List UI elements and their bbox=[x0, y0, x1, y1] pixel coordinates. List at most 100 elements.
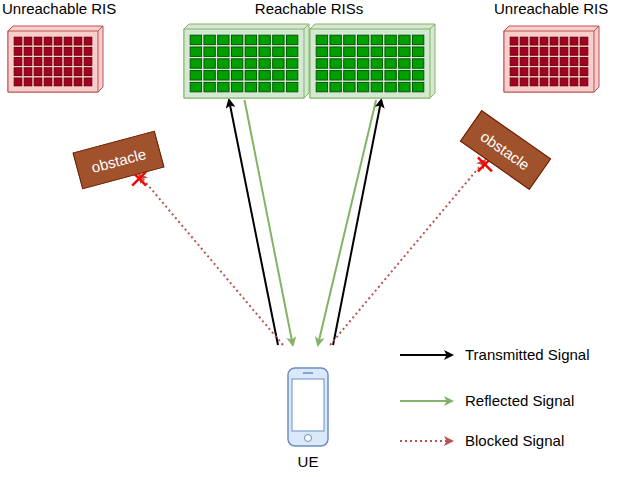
ris-element bbox=[560, 68, 568, 76]
ris-element bbox=[560, 78, 568, 86]
ris-element bbox=[580, 68, 588, 76]
ris-element bbox=[14, 78, 22, 86]
phone-button bbox=[305, 435, 312, 442]
ris-element bbox=[399, 82, 410, 91]
ris-element bbox=[540, 68, 548, 76]
ris-element bbox=[34, 68, 42, 76]
legend-text: Reflected Signal bbox=[465, 392, 574, 409]
ris-element bbox=[273, 59, 284, 68]
ris-element bbox=[273, 47, 284, 56]
panel-edge bbox=[430, 24, 435, 29]
phone-body bbox=[288, 368, 328, 446]
ris-element bbox=[357, 82, 368, 91]
ris-element bbox=[550, 58, 558, 66]
ris-element bbox=[34, 47, 42, 55]
ris-element bbox=[344, 82, 355, 91]
ris-element bbox=[44, 58, 52, 66]
ris-element bbox=[570, 47, 578, 55]
signal-arrow bbox=[245, 100, 293, 345]
ris-element bbox=[190, 59, 201, 68]
ris-element bbox=[385, 71, 396, 80]
ris-element bbox=[245, 35, 256, 44]
ris-element bbox=[580, 58, 588, 66]
ris-element bbox=[399, 59, 410, 68]
ris-element bbox=[286, 35, 297, 44]
ris-element bbox=[204, 71, 215, 80]
ris-element bbox=[316, 35, 327, 44]
ris-element bbox=[64, 68, 72, 76]
ris-element bbox=[357, 71, 368, 80]
ris-heading: Unreachable RIS bbox=[2, 0, 112, 17]
ris-heading: Unreachable RIS bbox=[494, 0, 606, 17]
ris-element bbox=[540, 58, 548, 66]
ris-element bbox=[231, 35, 242, 44]
ris-element bbox=[74, 78, 82, 86]
ris-element bbox=[245, 47, 256, 56]
ris-element bbox=[44, 68, 52, 76]
ris-panel bbox=[310, 24, 435, 98]
ris-element bbox=[84, 37, 92, 45]
ris-element bbox=[371, 71, 382, 80]
ris-element bbox=[231, 82, 242, 91]
ris-element bbox=[385, 82, 396, 91]
ris-element bbox=[560, 58, 568, 66]
ris-element bbox=[204, 35, 215, 44]
ris-element bbox=[204, 59, 215, 68]
ris-element bbox=[286, 47, 297, 56]
ris-element bbox=[14, 68, 22, 76]
ris-element bbox=[54, 58, 62, 66]
panel-edge bbox=[304, 24, 309, 29]
phone-icon bbox=[270, 367, 346, 451]
ris-group: Unreachable RIS bbox=[2, 0, 112, 96]
panel-face bbox=[504, 31, 594, 92]
ris-element bbox=[371, 59, 382, 68]
ris-element bbox=[218, 71, 229, 80]
legend-text: Blocked Signal bbox=[465, 432, 564, 449]
ris-element bbox=[316, 47, 327, 56]
ris-element bbox=[540, 78, 548, 86]
ris-element bbox=[540, 37, 548, 45]
ris-element bbox=[412, 47, 423, 56]
ue-label: UE bbox=[270, 453, 346, 470]
ris-element bbox=[273, 71, 284, 80]
obstacle-block: obstacle bbox=[72, 131, 164, 190]
ris-element bbox=[550, 37, 558, 45]
ris-element bbox=[520, 78, 528, 86]
legend-text: Transmitted Signal bbox=[465, 346, 590, 363]
legend-line-reflected bbox=[400, 400, 452, 402]
ris-element bbox=[14, 37, 22, 45]
ris-element bbox=[84, 58, 92, 66]
ris-element bbox=[190, 47, 201, 56]
obstacle-label: obstacle bbox=[89, 145, 147, 176]
ris-element bbox=[385, 35, 396, 44]
panel-depth bbox=[504, 26, 599, 92]
ris-panel bbox=[8, 26, 103, 92]
ris-element bbox=[259, 71, 270, 80]
ris-element bbox=[412, 59, 423, 68]
ris-element bbox=[24, 78, 32, 86]
ris-element bbox=[54, 37, 62, 45]
panel-depth bbox=[310, 24, 435, 98]
ris-element bbox=[570, 78, 578, 86]
ris-panel bbox=[504, 26, 599, 92]
panel-face bbox=[184, 29, 304, 98]
ris-element bbox=[259, 47, 270, 56]
ris-element bbox=[344, 59, 355, 68]
ris-element bbox=[412, 35, 423, 44]
ris-element bbox=[74, 37, 82, 45]
ris-element bbox=[44, 47, 52, 55]
ris-element bbox=[330, 47, 341, 56]
ris-element bbox=[64, 58, 72, 66]
ris-element bbox=[84, 68, 92, 76]
legend-line-blocked bbox=[400, 440, 452, 442]
ris-element bbox=[399, 47, 410, 56]
ris-element bbox=[550, 68, 558, 76]
ris-element bbox=[245, 82, 256, 91]
ris-element bbox=[74, 58, 82, 66]
ris-element bbox=[580, 47, 588, 55]
ris-element bbox=[540, 47, 548, 55]
ris-element bbox=[520, 47, 528, 55]
ris-element bbox=[550, 47, 558, 55]
ris-element bbox=[64, 47, 72, 55]
ris-element bbox=[520, 58, 528, 66]
